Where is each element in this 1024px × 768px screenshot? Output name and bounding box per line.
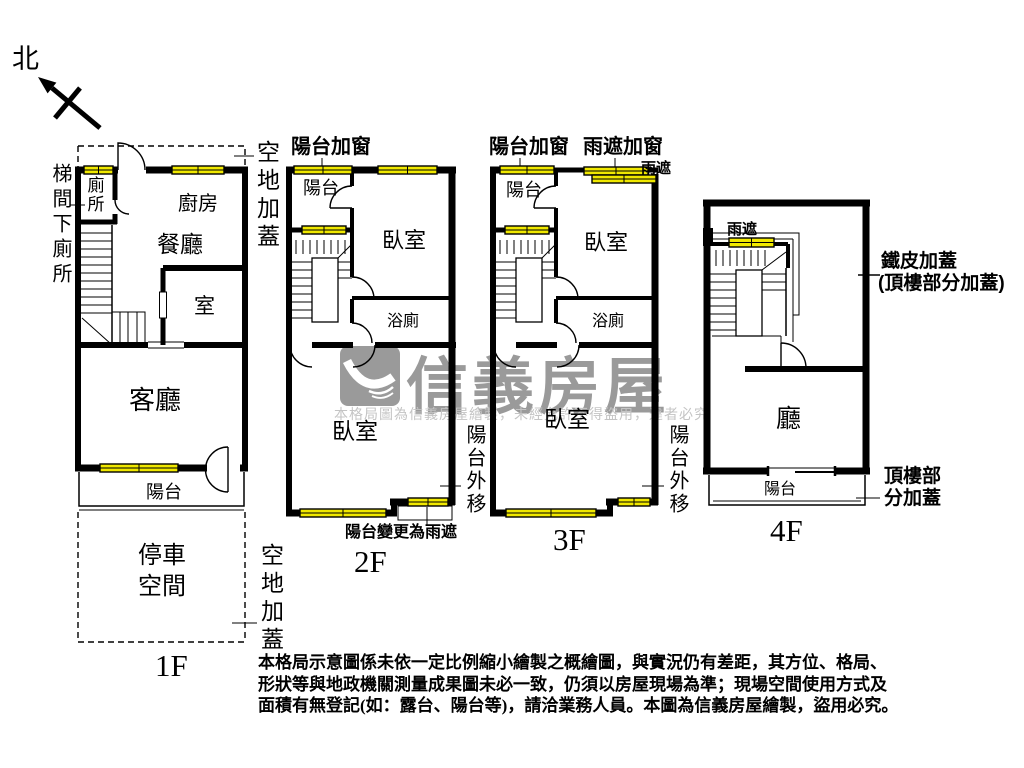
label-2f-balcony-window: 陽台加窗	[291, 136, 371, 158]
label-1f-balcony: 陽台	[146, 482, 182, 502]
label-1f-kitchen: 廚房	[178, 193, 218, 215]
label-2f-bedroom-back: 臥室	[332, 418, 378, 444]
label-1f-open-land-bottom: 空地加蓋	[257, 543, 284, 655]
label-2f-balcony: 陽台	[303, 178, 339, 198]
label-3f-balcony-moved: 陽台外移	[666, 424, 688, 516]
floor-name-2f: 2F	[354, 544, 387, 579]
label-1f-toilet: 廁所	[84, 176, 104, 214]
floor-2-plan	[286, 158, 461, 525]
label-1f-dining: 餐廳	[157, 231, 203, 257]
label-1f-room: 室	[194, 295, 215, 318]
sinyi-logo-icon	[340, 346, 400, 406]
label-4f-hall: 廳	[776, 405, 802, 433]
label-1f-open-land-top: 空地加蓋	[253, 140, 280, 252]
label-4f-tin-roof-line2: (頂樓部分加蓋)	[878, 273, 1005, 294]
label-4f-tin-roof-line1: 鐵皮加蓋	[881, 251, 958, 272]
watermark-notice: 本格局圖為信義房屋繪製，未經允許不得盜用，違者必究	[334, 406, 709, 422]
label-2f-bedroom-front: 臥室	[382, 228, 427, 253]
label-3f-canopy-window: 雨遮加窗	[583, 136, 663, 158]
label-1f-parking-line1: 停車	[138, 542, 186, 569]
floor-4-plan	[703, 199, 880, 506]
floor-name-1f: 1F	[155, 648, 188, 683]
label-4f-canopy: 雨遮	[727, 221, 758, 238]
disclaimer: 本格局示意圖係未依一定比例縮小繪製之概繪圖，與實況仍有差距，其方位、格局、 形狀…	[258, 652, 920, 717]
label-2f-bath: 浴廁	[387, 313, 420, 330]
label-1f-parking-line2: 空間	[138, 573, 186, 600]
label-3f-bath: 浴廁	[592, 313, 625, 330]
floor-name-4f: 4F	[770, 513, 803, 548]
label-1f-living: 客廳	[129, 385, 182, 415]
label-4f-balcony: 陽台	[764, 481, 797, 498]
label-4f-rooftop-line2: 分加蓋	[884, 488, 942, 509]
label-1f-parking: 停車空間	[133, 540, 191, 602]
label-3f-balcony: 陽台	[506, 180, 542, 200]
label-1f-stair-toilet: 梯間下廁所	[49, 163, 71, 288]
disclaimer-line1: 本格局示意圖係未依一定比例縮小繪製之概繪圖，與實況仍有差距，其方位、格局、	[258, 653, 887, 672]
label-3f-balcony-window: 陽台加窗	[489, 136, 569, 158]
label-3f-bedroom-back: 臥室	[544, 406, 590, 432]
north-arrow-icon	[38, 77, 102, 130]
label-2f-balcony-to-canopy: 陽台變更為雨遮	[345, 524, 458, 541]
label-2f-balcony-moved: 陽台外移	[463, 424, 485, 516]
disclaimer-line2: 形狀等與地政機關測量成果圖未必一致，仍須以房屋現場為準；現場空間使用方式及	[258, 674, 887, 694]
label-3f-canopy: 雨遮	[641, 160, 672, 177]
floor-1-plan	[70, 142, 257, 643]
north-label: 北	[12, 44, 39, 74]
label-4f-rooftop-line1: 頂樓部	[884, 466, 942, 487]
disclaimer-line3: 面積有無登記(如：露台、陽台等)，請洽業務人員。本圖為信義房屋繪製，盜用必究。	[258, 696, 899, 715]
floor-name-3f: 3F	[553, 522, 586, 557]
floor-3-plan	[490, 158, 664, 518]
label-3f-bedroom-front: 臥室	[584, 230, 629, 255]
